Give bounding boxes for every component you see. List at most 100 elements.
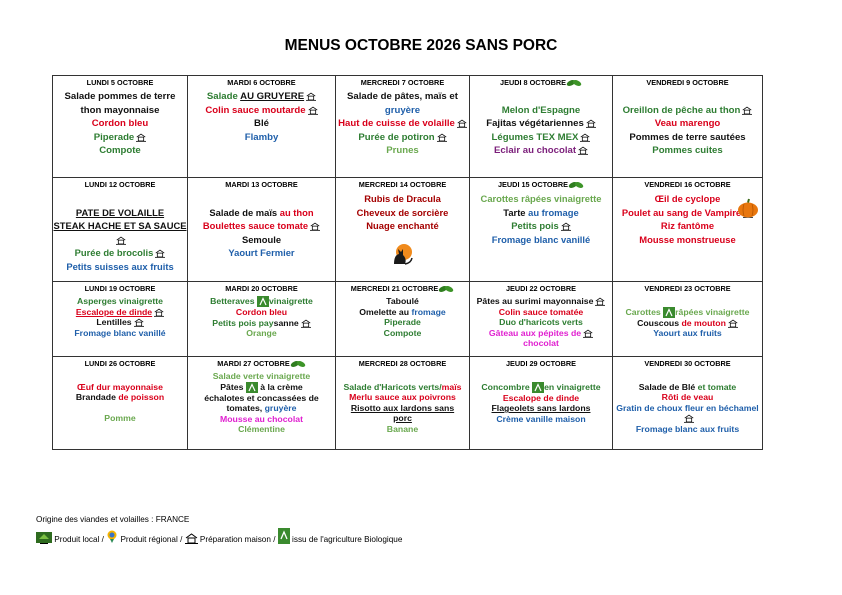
dish-line: Compote — [337, 327, 469, 339]
day-header: MERCREDI 14 OCTOBRE — [337, 179, 469, 193]
dish-line: chocolat — [471, 338, 612, 349]
homemade-icon — [595, 297, 606, 306]
organic-ab-icon — [277, 528, 290, 544]
dish-line: gruyère — [337, 104, 469, 118]
dish-text: Concombre — [481, 381, 533, 392]
dish-text: échalotes et concassées de — [204, 392, 319, 403]
dish-line: Boulettes sauce tomate — [189, 219, 335, 233]
local-product-leaf-icon — [568, 182, 584, 189]
dish-text: Pâtes au surimi mayonnaise — [476, 296, 594, 306]
dish-line: Couscous de mouton — [614, 317, 762, 329]
dish-line — [54, 371, 187, 382]
dish-line: Crème vanille maison — [471, 414, 612, 425]
day-name: VENDREDI 16 OCTOBRE — [644, 180, 731, 189]
dish-line: Salade de pâtes, maïs et — [337, 90, 469, 104]
dish-line: Concombre en vinaigrette — [471, 381, 612, 393]
day-name: LUNDI 12 OCTOBRE — [84, 180, 156, 189]
dish-text-tail: de mouton — [681, 317, 726, 328]
dish-text: PATE DE VOLAILLE — [75, 206, 165, 218]
dish-text: Purée de potiron — [358, 131, 435, 143]
dish-line: Carottes râpées vinaigrette — [471, 192, 612, 206]
day-name: MERCREDI 21 OCTOBRE — [350, 284, 439, 293]
homemade-icon — [154, 308, 165, 317]
dish-line: Duo d'haricots verts — [471, 317, 612, 328]
dish-text: Melon d'Espagne — [501, 104, 581, 116]
dish-text-tail: AU GRUYERE — [240, 91, 305, 102]
dish-text-tail: au fromage — [528, 206, 579, 218]
day-name: MERCREDI 7 OCTOBRE — [360, 78, 445, 87]
dish-line: Haut de cuisse de volaille — [337, 117, 469, 131]
dish-text: Fromage blanc vanillé — [491, 233, 591, 245]
dish-text: Œil de cyclope — [654, 193, 721, 204]
organic-ab-icon — [256, 296, 269, 308]
dish-line: Lentilles — [54, 317, 187, 328]
dish-line: Piperade — [337, 317, 469, 328]
dish-text: Veau marengo — [654, 118, 721, 130]
dish-line: Salade verte vinaigrette — [189, 371, 335, 382]
dish-text: Piperade — [93, 131, 135, 143]
dish-line: Colin sauce tomatée — [471, 307, 612, 318]
legend-bio-label: issu de l'agriculture Biologique — [292, 535, 403, 544]
dish-text: Yaourt Fermier — [228, 247, 295, 259]
dish-line: Yaourt Fermier — [189, 246, 335, 260]
dish-text: Salade de maïs — [209, 206, 280, 218]
dish-line: Riz fantôme — [614, 219, 762, 233]
regional-product-icon — [107, 530, 117, 543]
dish-text-tail: en vinaigrette — [544, 381, 601, 392]
dish-text: Gratin de choux fleur en béchamel — [616, 402, 759, 413]
dish-text: Salade pommes de terre — [64, 91, 176, 102]
dish-text: Carottes râpées vinaigrette — [480, 193, 602, 204]
legend: Produit local / Produit régional / Prépa… — [36, 528, 402, 550]
dish-line: Pomme — [54, 413, 187, 424]
day-cell: VENDREDI 9 OCTOBRE Oreillon de pêche au … — [612, 75, 763, 178]
dish-text: Rubis de Dracula — [364, 193, 441, 204]
dish-line: Pâtes au surimi mayonnaise — [471, 296, 612, 307]
dish-line: Œil de cyclope — [614, 192, 762, 206]
dish-line: Fromage blanc vanillé — [471, 233, 612, 247]
dish-line: Pommes cuites — [614, 144, 762, 158]
legend-homemade-label: Préparation maison / — [199, 535, 276, 544]
dish-text: Carottes — [625, 306, 664, 317]
homemade-icon — [307, 106, 318, 115]
day-cell: VENDREDI 30 OCTOBRE Salade de Blé et tom… — [612, 356, 763, 450]
legend-local-label: Produit local / — [54, 535, 104, 544]
dish-text: Couscous — [637, 317, 682, 328]
dish-line: Orange — [189, 328, 335, 339]
dish-line: Omelette au fromage — [337, 307, 469, 318]
dish-text: Compote — [383, 327, 422, 338]
dish-text: Pommes de terre sautées — [629, 131, 746, 143]
dish-line — [614, 371, 762, 382]
day-header: MERCREDI 28 OCTOBRE — [337, 358, 469, 372]
dish-text: Clémentine — [238, 424, 285, 435]
homemade-icon — [578, 146, 589, 156]
dish-line: Gâteau aux pépites de — [471, 328, 612, 339]
dish-text: Fromage blanc vanillé — [74, 327, 166, 338]
dish-text-tail: râpées vinaigrette — [675, 306, 750, 317]
homemade-icon — [310, 222, 321, 231]
dish-text: Cheveux de sorcière — [356, 206, 449, 218]
dish-text: Salade d'Haricots verts/ — [343, 381, 442, 392]
homemade-icon — [683, 414, 694, 423]
day-name: MARDI 13 OCTOBRE — [225, 180, 298, 189]
dish-text: Salade de Blé — [638, 381, 698, 392]
homemade-icon — [456, 119, 467, 128]
dish-line: Flageolets sans lardons — [471, 403, 612, 414]
dish-text: Lentilles — [96, 317, 132, 327]
dish-line: Escalope de dinde — [471, 393, 612, 404]
dish-text-tail: sanne — [273, 317, 299, 328]
